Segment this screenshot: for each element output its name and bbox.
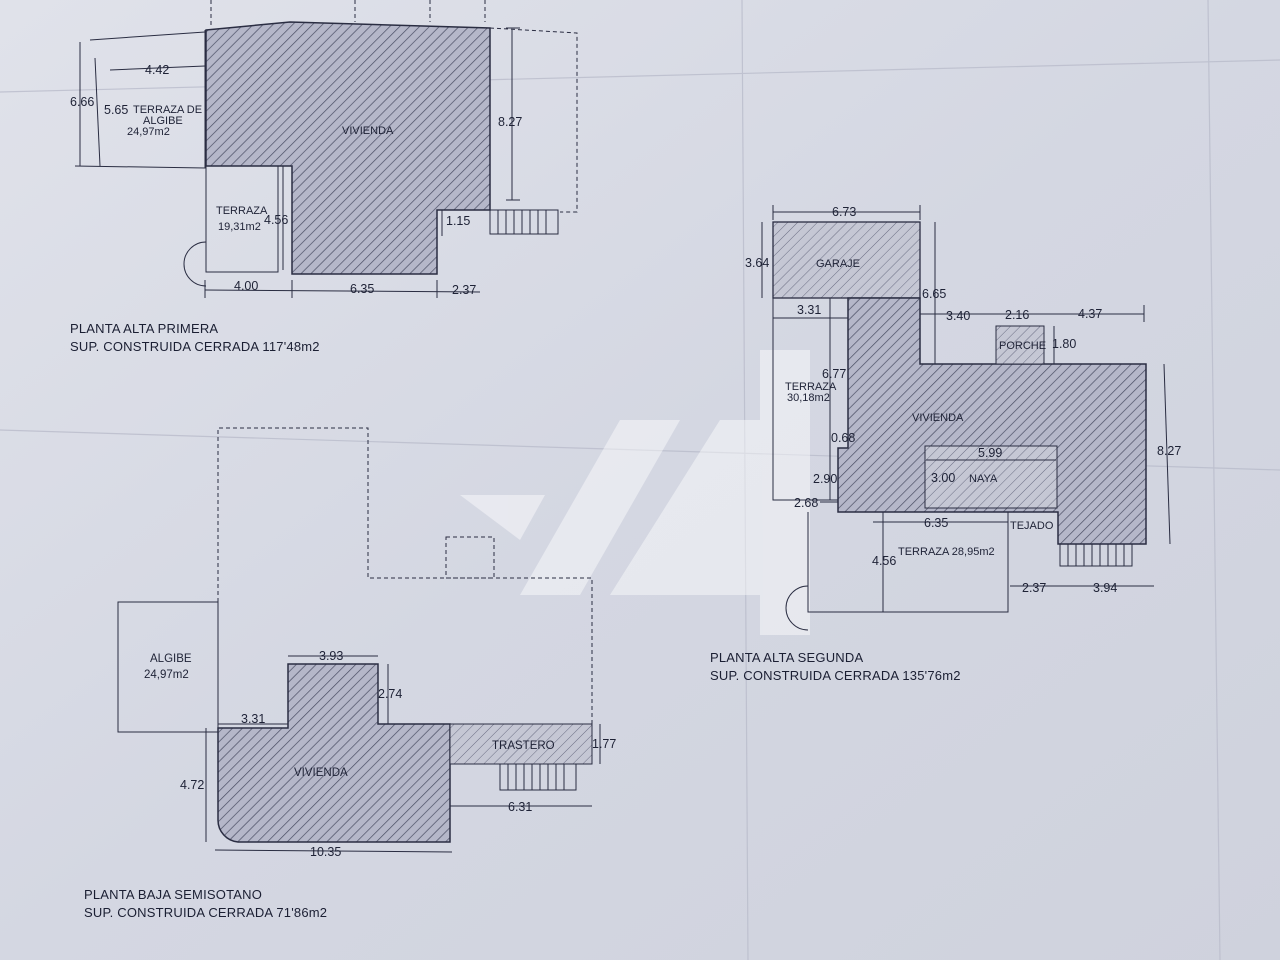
room-label: 24,97m2 — [127, 126, 170, 138]
plan-title-baja: PLANTA BAJA SEMISOTANO SUP. CONSTRUIDA C… — [84, 886, 327, 922]
algibe — [117, 601, 219, 733]
garaje — [772, 221, 921, 299]
plan-baja — [117, 427, 601, 853]
dimension-label: 2.16 — [1005, 308, 1029, 322]
room-label: ALGIBE — [150, 653, 192, 665]
room-label: TERRAZA 28,95m2 — [898, 546, 995, 558]
room-label: TERRAZA — [216, 205, 268, 217]
dimension-label: 3.31 — [797, 303, 821, 317]
dimension-label: 8.27 — [498, 115, 522, 129]
room-label: PORCHE — [999, 340, 1046, 352]
trastero — [449, 723, 593, 765]
dimension-label: 6.73 — [832, 205, 856, 219]
room-label: ALGIBE — [143, 115, 183, 127]
plan-surface: SUP. CONSTRUIDA CERRADA 135'76m2 — [710, 668, 961, 683]
room-label: GARAJE — [816, 258, 860, 270]
plan-title-primera: PLANTA ALTA PRIMERA SUP. CONSTRUIDA CERR… — [70, 320, 320, 356]
naya — [924, 445, 1058, 509]
plan-surface: SUP. CONSTRUIDA CERRADA 71'86m2 — [84, 905, 328, 920]
dimension-label: 4.42 — [145, 63, 169, 77]
dimension-label: 2.37 — [452, 283, 476, 297]
room-label: NAYA — [969, 473, 998, 485]
plan-surface: SUP. CONSTRUIDA CERRADA 117'48m2 — [70, 339, 320, 354]
dimension-label: 2.74 — [378, 687, 402, 701]
dimension-label: 1.77 — [592, 737, 616, 751]
dimension-label: 2.37 — [1022, 581, 1046, 595]
dimension-label: 6.77 — [822, 367, 846, 381]
dimension-label: 5.99 — [978, 446, 1002, 460]
dimension-label: 4.56 — [872, 554, 896, 568]
dimension-label: 0.68 — [831, 431, 855, 445]
dimension-label: 6.31 — [508, 800, 532, 814]
dimension-label: 6.35 — [924, 516, 948, 530]
dimension-label: 4.72 — [180, 778, 204, 792]
dimension-label: 10.35 — [310, 845, 341, 859]
plan-segunda — [761, 205, 1171, 631]
room-label: TEJADO — [1010, 520, 1054, 532]
dimension-label: 4.00 — [234, 279, 258, 293]
room-label: 19,31m2 — [218, 221, 261, 233]
room-label: VIVIENDA — [342, 125, 394, 137]
room-label: 24,97m2 — [144, 669, 189, 681]
room-label: VIVIENDA — [294, 767, 348, 779]
vivienda-segunda — [837, 297, 1147, 545]
porche — [995, 325, 1045, 365]
dimension-label: 6.35 — [350, 282, 374, 296]
dimension-label: 3.93 — [319, 649, 343, 663]
dimension-label: 2.90 — [813, 472, 837, 486]
plan-primera — [74, 0, 578, 298]
room-label: TERRAZA — [785, 381, 837, 393]
dimension-label: 2.68 — [794, 496, 818, 510]
plan-title-segunda: PLANTA ALTA SEGUNDA SUP. CONSTRUIDA CERR… — [710, 649, 961, 685]
dimension-label: 3.40 — [946, 309, 970, 323]
dimension-label: 3.64 — [745, 256, 769, 270]
room-label: TERRAZA DE — [133, 104, 202, 116]
dimension-label: 8.27 — [1157, 444, 1181, 458]
dimension-label: 1.15 — [446, 214, 470, 228]
room-label: TRASTERO — [492, 740, 555, 752]
plan-name: PLANTA BAJA SEMISOTANO — [84, 887, 263, 902]
room-label: 30,18m2 — [787, 392, 830, 404]
plan-name: PLANTA ALTA SEGUNDA — [710, 650, 864, 665]
dimension-label: 4.37 — [1078, 307, 1102, 321]
dimension-label: 6.65 — [922, 287, 946, 301]
dimension-label: 1.80 — [1052, 337, 1076, 351]
dimension-label: 6.66 — [70, 95, 94, 109]
dimension-label: 3.94 — [1093, 581, 1117, 595]
plan-name: PLANTA ALTA PRIMERA — [70, 321, 219, 336]
dimension-label: 4.56 — [264, 213, 288, 227]
dimension-label: 5.65 — [104, 103, 128, 117]
room-label: VIVIENDA — [912, 412, 964, 424]
dimension-label: 3.00 — [931, 471, 955, 485]
dimension-label: 3.31 — [241, 712, 265, 726]
vivienda-primera — [205, 21, 491, 275]
